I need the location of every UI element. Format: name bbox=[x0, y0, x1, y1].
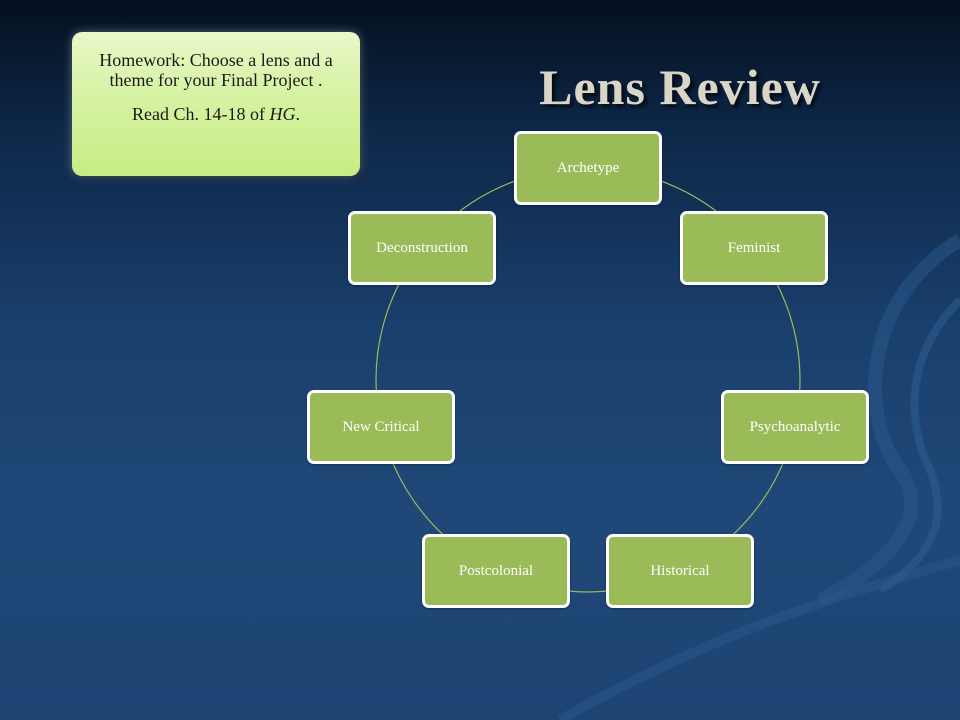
lens-node-psychoanalytic: Psychoanalytic bbox=[721, 390, 869, 464]
reading-assignment: Read Ch. 14-18 of HG. bbox=[82, 104, 350, 124]
lens-node-deconstruction: Deconstruction bbox=[348, 211, 496, 285]
lens-node-historical: Historical bbox=[606, 534, 754, 608]
slide-title: Lens Review bbox=[539, 59, 821, 115]
lens-node-new-critical: New Critical bbox=[307, 390, 455, 464]
lens-node-feminist: Feminist bbox=[680, 211, 828, 285]
lens-node-postcolonial: Postcolonial bbox=[422, 534, 570, 608]
homework-note: Homework: Choose a lens and a theme for … bbox=[72, 32, 360, 176]
reading-text: Read Ch. 14-18 of bbox=[132, 104, 270, 124]
lens-node-archetype: Archetype bbox=[514, 131, 662, 205]
reading-period: . bbox=[295, 104, 300, 124]
homework-text: Homework: Choose a lens and a theme for … bbox=[99, 50, 333, 90]
book-title: HG bbox=[269, 104, 296, 124]
